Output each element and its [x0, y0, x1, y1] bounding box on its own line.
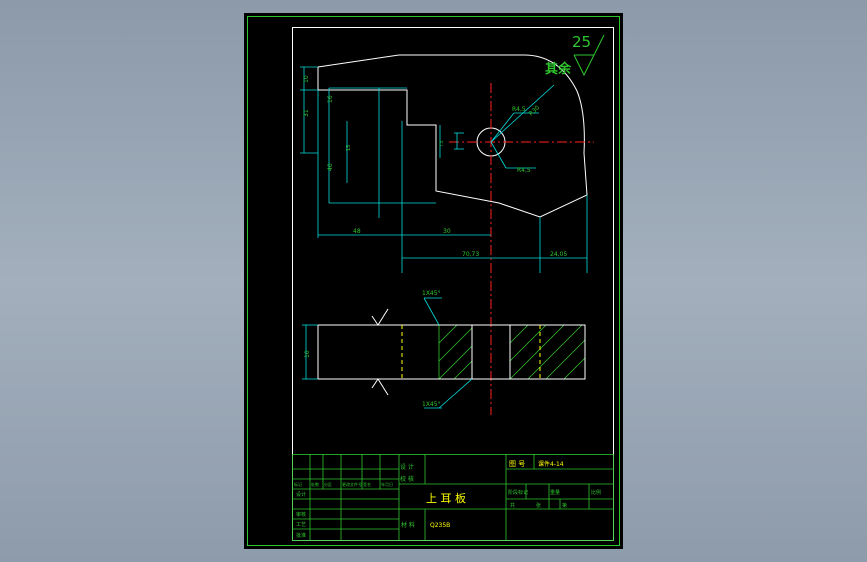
roughness-marks	[371, 308, 389, 396]
plate-outline	[317, 54, 588, 218]
drawing-no-label: 图 号	[509, 460, 525, 468]
roughness-note: 其余	[545, 61, 572, 77]
dim-30: 30	[443, 228, 451, 235]
rev-header-6: 年月日	[381, 481, 393, 487]
ratio-header: 比例	[591, 489, 601, 496]
dim-31: 31	[303, 109, 310, 117]
check-label: 校 核	[400, 475, 414, 483]
row-label-2: 审核	[296, 511, 306, 518]
dim-24-05: 24,05	[550, 251, 567, 258]
sheet-total: 共	[510, 502, 515, 509]
sheet-label: 张	[536, 502, 541, 509]
dim-16: 16	[327, 95, 334, 103]
section-view	[302, 297, 586, 409]
drawing-sheet: 10 31 16 40 15 7.5 48 30 70,73 24,05 R4,…	[244, 13, 623, 549]
stage-header: 阶段标记	[508, 489, 528, 496]
dim-10: 10	[303, 75, 310, 83]
center-lines	[449, 83, 594, 415]
material-value: Q235B	[430, 522, 450, 529]
radius-top: R4,5	[512, 106, 526, 113]
hatch-left	[438, 324, 473, 380]
rev-header-1: 标记	[294, 481, 302, 487]
dim-thickness: 10	[304, 350, 311, 358]
row-label-1: 设计	[296, 491, 306, 498]
chamfer-top: 1X45°	[422, 290, 441, 297]
dim-48: 48	[353, 228, 361, 235]
roughness-value: 25	[572, 33, 591, 51]
dim-70-73: 70,73	[462, 251, 479, 258]
dim-7-5: 7.5	[439, 140, 444, 147]
radius-bottom: R4,5	[517, 167, 531, 174]
roughness-symbol	[573, 34, 605, 77]
design-label: 设 计	[400, 463, 414, 471]
section-outline	[317, 324, 586, 380]
cad-drawing: 10 31 16 40 15 7.5 48 30 70,73 24,05 R4,…	[247, 16, 620, 546]
dim-15: 15	[346, 145, 352, 151]
row-label-4: 批准	[296, 532, 306, 539]
drawing-no: 课件4-14	[538, 460, 564, 468]
radius-r30: R30	[528, 104, 542, 117]
weight-header: 重量	[550, 489, 560, 496]
rev-header-4: 更改文件号	[342, 481, 362, 487]
title-block	[292, 454, 614, 541]
hatch-right	[509, 324, 586, 380]
material-label: 材 料	[401, 521, 415, 529]
row-label-3: 工艺	[296, 522, 306, 528]
section-dims	[302, 297, 473, 409]
rev-header-2: 处数	[311, 481, 319, 487]
dim-40: 40	[327, 163, 334, 171]
outer-frame	[247, 16, 620, 546]
bore-section	[471, 324, 511, 380]
sheet-of: 第	[562, 502, 567, 509]
rev-header-5: 签名	[363, 481, 371, 487]
rev-header-3: 分区	[324, 481, 332, 487]
part-name: 上 耳 板	[426, 491, 466, 505]
dimension-lines	[300, 66, 588, 273]
chamfer-bottom: 1X45°	[422, 401, 441, 408]
